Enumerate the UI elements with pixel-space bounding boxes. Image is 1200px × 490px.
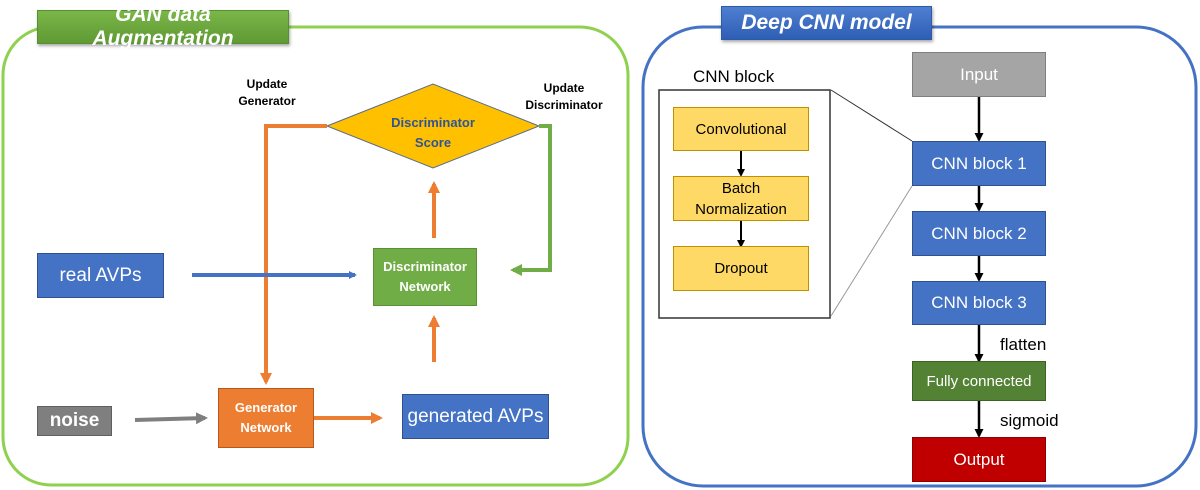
noise-to-generator-arrow <box>134 412 208 425</box>
noise-box: noise <box>37 406 112 436</box>
zoom-line-top <box>830 89 913 142</box>
zoom-line-bottom <box>830 185 913 317</box>
generator-network-box: Generator Network <box>218 388 314 448</box>
update-discriminator-arrow <box>510 124 552 276</box>
cnn-block-1-box: CNN block 1 <box>912 141 1046 186</box>
layer-dropout: Dropout <box>673 246 809 291</box>
sigmoid-label: sigmoid <box>1000 411 1059 430</box>
generated-avps-box: generated AVPs <box>402 394 549 439</box>
cnn-block-2-box: CNN block 2 <box>912 211 1046 256</box>
discriminator-network-box: Discriminator Network <box>373 248 477 306</box>
update-discriminator-label: Update Discriminator <box>525 81 603 112</box>
cnn-panel-title: Deep CNN model <box>721 6 932 40</box>
discriminator-score-label: Discriminator Score <box>391 115 475 150</box>
update-generator-arrow <box>260 124 327 385</box>
real-avps-box: real AVPs <box>37 253 164 298</box>
cnn-block-3-box: CNN block 3 <box>912 281 1046 325</box>
fully-connected-box: Fully connected <box>912 361 1046 401</box>
layer-convolutional: Convolutional <box>673 107 809 151</box>
layer-batch-normalization: Batch Normalization <box>673 176 809 221</box>
cnn-block-detail-title: CNN block <box>693 67 775 86</box>
flatten-label: flatten <box>1000 335 1047 354</box>
gan-panel-border <box>1 25 630 487</box>
input-box: Input <box>912 52 1046 97</box>
output-box: Output <box>912 437 1046 482</box>
gan-panel-title: GAN data Augmentation <box>37 3 289 50</box>
update-generator-label: Update Generator <box>238 77 296 108</box>
